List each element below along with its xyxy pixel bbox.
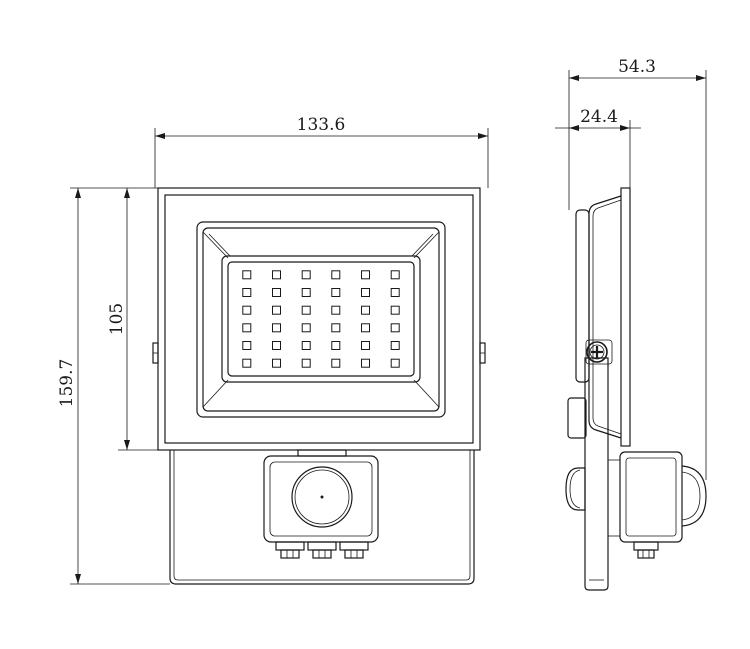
led-chip [301, 323, 311, 333]
led-chip [331, 305, 341, 315]
dim-side-depth: 54.3 [618, 57, 656, 77]
led-chip [390, 323, 400, 333]
dim-total-height: 159.7 [57, 359, 77, 408]
led-chip [390, 270, 400, 280]
led-chip [242, 270, 252, 280]
side-front-plate [620, 187, 631, 447]
front-dimensions: 133.6 105 159.7 [57, 115, 489, 585]
led-chip [272, 270, 281, 280]
led-chip [272, 341, 281, 350]
led-chip [361, 288, 370, 297]
front-view [152, 187, 486, 585]
led-chip [361, 323, 370, 333]
led-chip [272, 323, 281, 333]
led-chip [272, 305, 281, 315]
led-chip [361, 341, 370, 350]
led-chip [242, 341, 252, 350]
led-chip [361, 270, 370, 280]
side-sensor-dome-left [565, 467, 586, 511]
side-dimensions: 54.3 24.4 [555, 57, 707, 480]
dim-front-width: 133.6 [297, 115, 346, 135]
led-chip [331, 270, 341, 280]
side-sensor-housing [619, 451, 683, 543]
led-chip [390, 358, 400, 368]
side-bracket-arm [584, 357, 609, 591]
led-chip [331, 341, 341, 350]
led-chip [242, 305, 252, 315]
side-view [565, 187, 707, 591]
bezel-inner [202, 227, 440, 412]
led-chip [390, 305, 400, 315]
side-sensor-dome [681, 465, 707, 527]
led-chip [242, 288, 252, 297]
mounting-bracket [169, 450, 475, 585]
phillips-screw-icon [586, 341, 608, 363]
led-chip [242, 323, 252, 333]
side-sensor-mount [567, 397, 587, 439]
led-chip [301, 358, 311, 368]
led-chip [272, 288, 281, 297]
bezel-outer [196, 221, 446, 418]
led-chip [331, 288, 341, 297]
front-frame-inner [164, 194, 474, 444]
led-chip [272, 358, 281, 368]
led-panel-outer [221, 255, 421, 383]
pir-sensor-icon [291, 466, 353, 528]
sensor-knobs [275, 541, 369, 559]
side-heatsink [575, 209, 590, 383]
led-chip [361, 358, 370, 368]
led-chip [301, 341, 311, 350]
led-chip [242, 358, 252, 368]
sensor-neck [297, 449, 347, 457]
led-chip [361, 305, 370, 315]
dim-panel-height: 105 [107, 303, 127, 335]
led-chip [301, 288, 311, 297]
led-chip [390, 288, 400, 297]
led-chip [301, 270, 311, 280]
sensor-housing [263, 455, 379, 543]
led-chip [331, 323, 341, 333]
dim-side-body-depth: 24.4 [580, 107, 618, 127]
side-body [588, 195, 622, 439]
led-grid [242, 270, 400, 368]
led-chip [331, 358, 341, 368]
led-chip [301, 305, 311, 315]
led-panel-inner [227, 261, 415, 377]
led-chip [390, 341, 400, 350]
